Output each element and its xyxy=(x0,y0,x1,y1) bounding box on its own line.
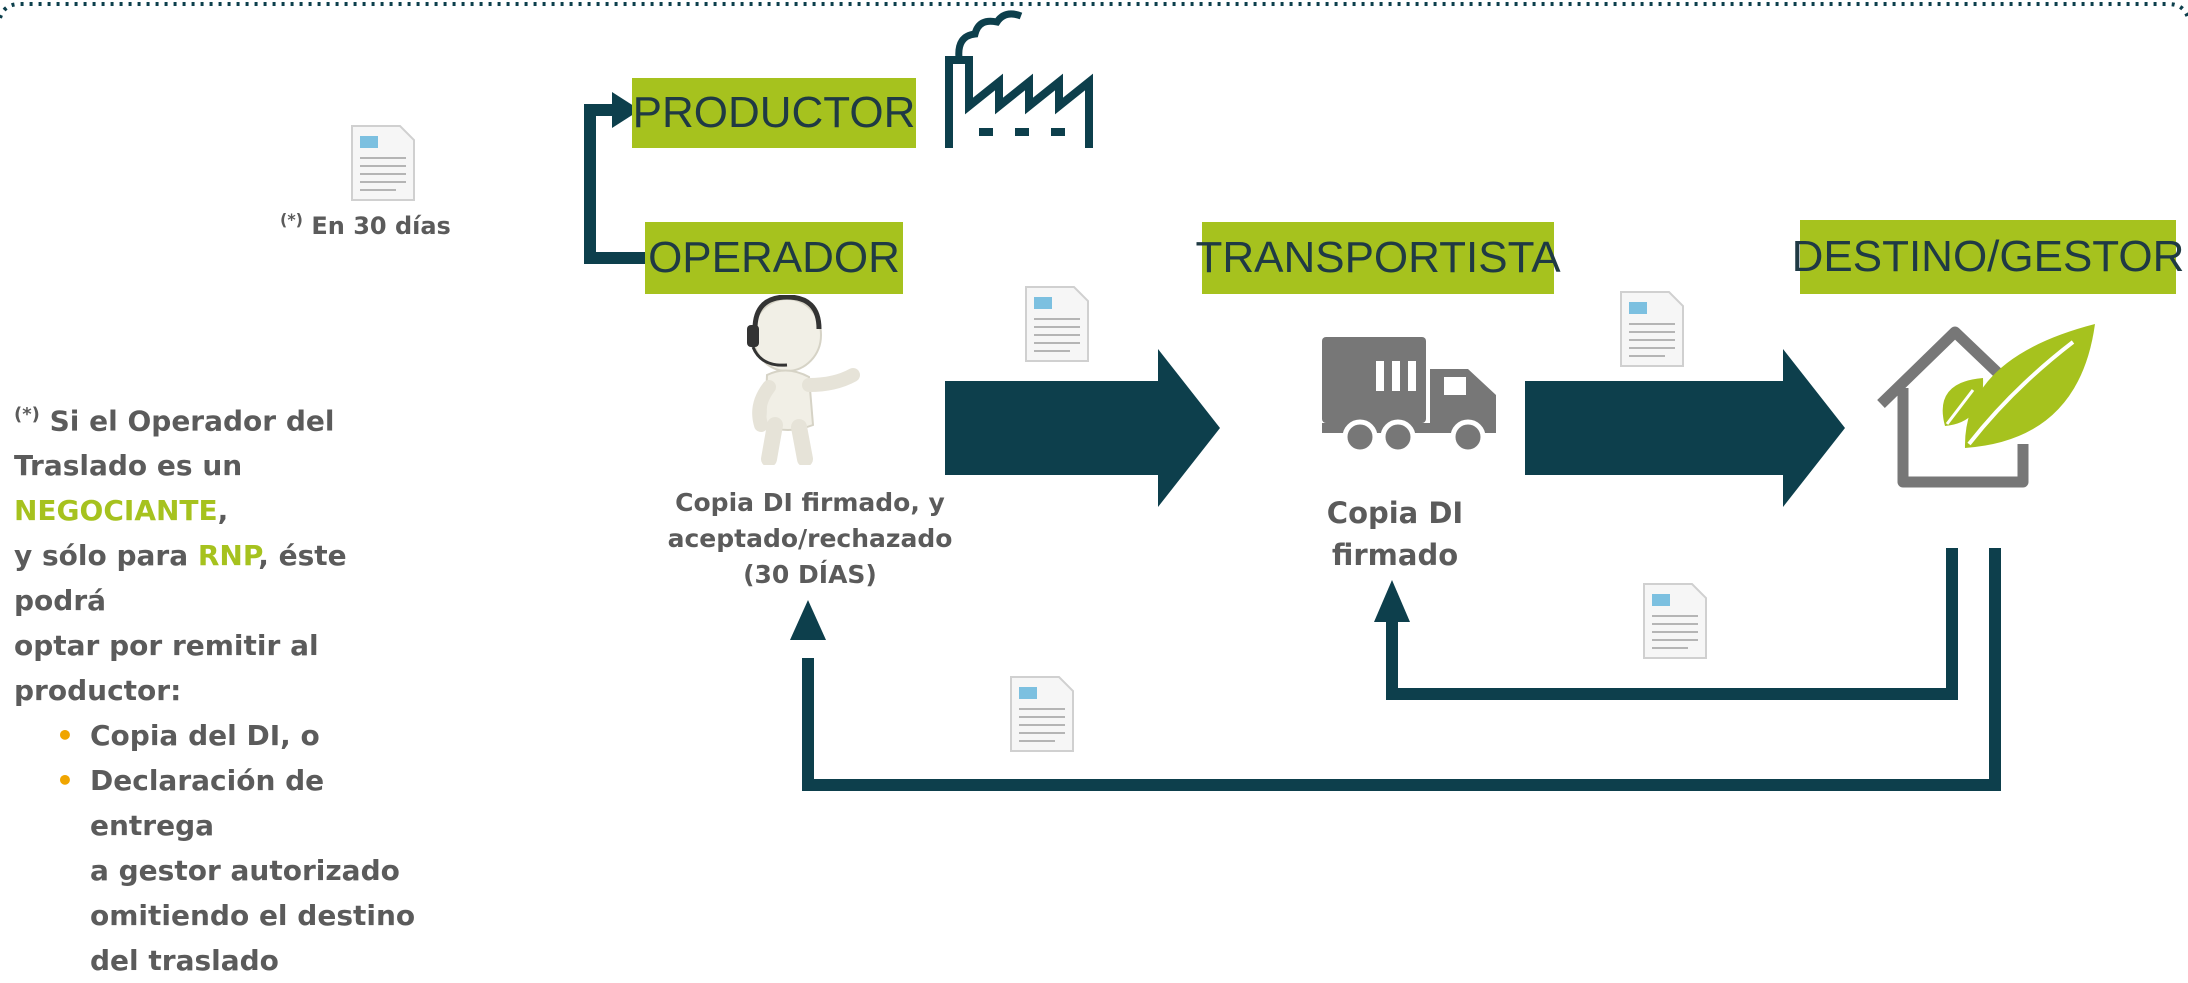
note-line: , éste podrá xyxy=(14,539,347,618)
document-icon xyxy=(1010,676,1074,752)
operador-copy-line: aceptado/rechazado xyxy=(667,524,953,553)
deadline-label: (*) En 30 días xyxy=(280,210,451,240)
document-icon xyxy=(1025,286,1089,362)
negociante-note: (*) Si el Operador del Traslado es un NE… xyxy=(14,392,444,983)
deadline-text: En 30 días xyxy=(311,212,451,240)
note-line: Si el Operador del xyxy=(49,404,335,438)
operador-copy-label: Copia DI firmado, y aceptado/rechazado (… xyxy=(640,485,980,593)
operador-copy-line: (30 DÍAS) xyxy=(743,560,877,589)
note-line: Traslado es un xyxy=(14,449,243,483)
note-option-continuation: omitiendo el destino xyxy=(90,899,416,933)
document-icon xyxy=(1620,291,1684,367)
destino-box: DESTINO/GESTOR xyxy=(1792,220,2184,294)
note-line: optar por remitir al xyxy=(14,629,319,663)
transportista-box: TRANSPORTISTA xyxy=(1195,222,1561,294)
operador-box: OPERADOR xyxy=(645,222,903,294)
note-option-continuation: del traslado xyxy=(90,944,279,978)
note-line: , xyxy=(217,494,229,528)
transportista-arrowhead xyxy=(1374,580,1410,622)
arrow-transportista-destino xyxy=(1525,349,1845,507)
note-line: y sólo para xyxy=(14,539,198,573)
operador-to-productor-connector xyxy=(584,104,645,264)
transport-copy-label: Copia DI firmado xyxy=(1290,492,1500,576)
note-option: Copia del DI, o xyxy=(56,713,444,758)
arrow-operador-transportista xyxy=(945,349,1220,507)
productor-arrowhead xyxy=(612,92,640,128)
note-options-list: Copia del DI, o Declaración de entrega a… xyxy=(14,713,444,983)
document-icon xyxy=(351,125,415,201)
note-option-continuation: a gestor autorizado xyxy=(90,854,400,888)
truck-icon xyxy=(1322,337,1496,455)
factory-icon xyxy=(945,10,1093,148)
rnp-highlight: RNP xyxy=(197,539,259,573)
document-icon xyxy=(1643,583,1707,659)
transport-copy-line: Copia DI xyxy=(1326,496,1464,530)
transport-copy-line: firmado xyxy=(1331,538,1459,572)
operador-arrowhead xyxy=(790,600,826,640)
note-option: Declaración de entrega xyxy=(56,758,444,848)
dotted-border xyxy=(0,2,2188,19)
flow-connectors xyxy=(584,92,2001,791)
deadline-marker: (*) xyxy=(280,210,303,229)
negociante-highlight: NEGOCIANTE xyxy=(14,494,218,528)
operator-person-icon xyxy=(747,295,860,465)
note-line: productor: xyxy=(14,674,182,708)
operador-copy-line: Copia DI firmado, y xyxy=(675,488,945,517)
productor-box: PRODUCTOR xyxy=(632,78,916,148)
return-to-transportista-connector xyxy=(1386,548,1958,700)
note-marker: (*) xyxy=(14,404,40,425)
eco-house-icon xyxy=(1877,324,2095,488)
return-to-operador-connector xyxy=(802,548,2001,791)
